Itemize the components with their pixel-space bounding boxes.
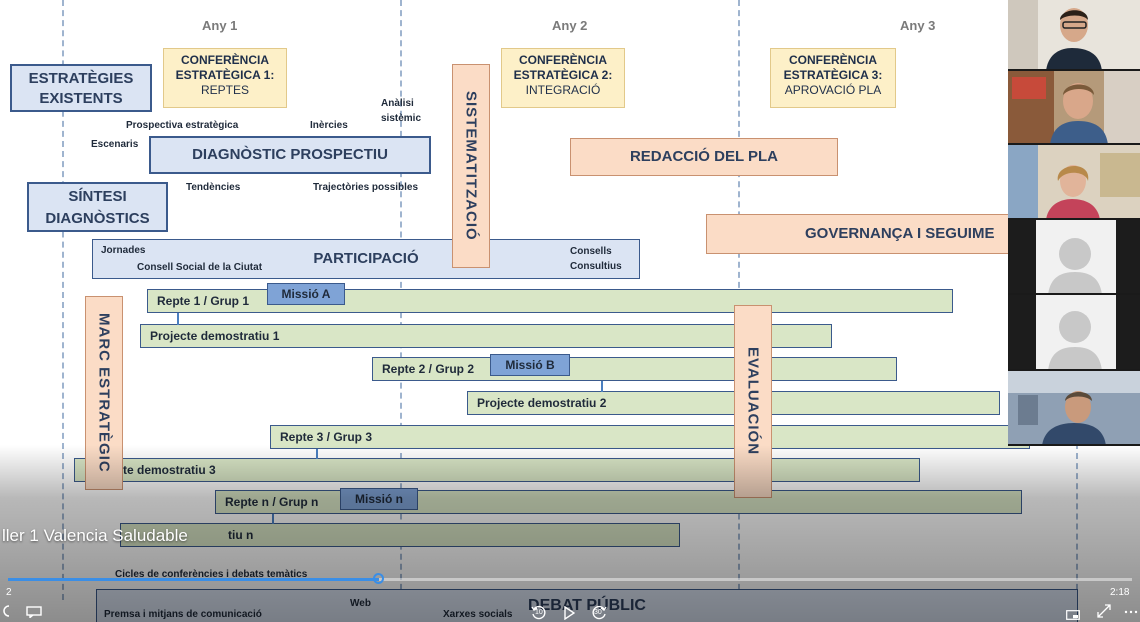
participant-tile[interactable] bbox=[1008, 295, 1140, 371]
progress-handle[interactable] bbox=[372, 573, 384, 584]
conference-1-title: CONFERÈNCIA ESTRATÈGICA 1: bbox=[175, 53, 275, 82]
challenge-bar-2: Repte 2 / Grup 2 bbox=[372, 357, 897, 381]
connector bbox=[316, 449, 318, 459]
social-council-label: Consell Social de la Ciutat bbox=[137, 262, 263, 273]
existing-strategies-box: ESTRATÈGIES EXISTENTS bbox=[10, 64, 152, 112]
play-prev-icon[interactable] bbox=[0, 604, 12, 618]
progress-track[interactable] bbox=[8, 573, 1132, 584]
skip-back-seconds: 10 bbox=[535, 609, 543, 616]
web-label: Web bbox=[350, 598, 371, 609]
elapsed-time: 2 bbox=[6, 587, 12, 598]
demo-project-label: Projecte demostratiu 2 bbox=[477, 396, 607, 410]
mission-a-tag: Missió A bbox=[267, 283, 345, 305]
trends-label: Tendències bbox=[186, 182, 241, 193]
mission-b-tag: Missió B bbox=[490, 354, 570, 376]
year-label-3: Any 3 bbox=[900, 18, 936, 33]
progress-fill bbox=[8, 578, 379, 581]
mission-n-tag: Missió n bbox=[340, 488, 418, 510]
evaluation-title: EVALUACIÓN bbox=[744, 347, 762, 456]
demo-project-label: tiu n bbox=[228, 528, 254, 542]
demo-project-bar-3: te demostratiu 3 bbox=[74, 458, 920, 482]
trajectories-label: Trajectòries possibles bbox=[313, 182, 419, 193]
connector bbox=[177, 313, 179, 325]
diagnosis-synthesis-box: SÍNTESI DIAGNÒSTICS bbox=[27, 182, 168, 232]
timeline-divider bbox=[62, 0, 64, 600]
plan-drafting-box: REDACCIÓ DEL PLA bbox=[570, 138, 838, 176]
conference-cycles-label: Cicles de conferències i debats temàtics bbox=[115, 569, 308, 580]
conference-3-subtitle: APROVACIÓ PLA bbox=[784, 83, 882, 97]
challenge-bar-label: Repte 2 / Grup 2 bbox=[382, 362, 475, 376]
social-networks-label: Xarxes socials bbox=[443, 609, 513, 620]
prospective-diagnosis-box: DIAGNÒSTIC PROSPECTIU bbox=[149, 136, 431, 174]
total-time: 2:18 bbox=[1110, 587, 1130, 598]
captions-icon[interactable] bbox=[26, 606, 42, 619]
inertias-label: Inèrcies bbox=[310, 120, 348, 131]
challenge-bar-n: Repte n / Grup n bbox=[215, 490, 1022, 514]
participation-box: PARTICIPACIÓ bbox=[92, 239, 640, 279]
challenge-bar-label: Repte n / Grup n bbox=[225, 495, 319, 509]
conference-2: CONFERÈNCIA ESTRATÈGICA 2: INTEGRACIÓ bbox=[501, 48, 625, 108]
press-label: Premsa i mitjans de comunicació bbox=[104, 609, 262, 620]
more-options-icon[interactable] bbox=[1124, 604, 1138, 616]
year-label-2: Any 2 bbox=[552, 18, 588, 33]
strategic-framework-title: MARC ESTRATÈGIC bbox=[95, 313, 113, 473]
governance-box: GOVERNANÇA I SEGUIME bbox=[706, 214, 1026, 254]
conferences-days-label: Jornades bbox=[101, 245, 146, 256]
systematization-box: SISTEMATITZACIÓ bbox=[452, 64, 490, 268]
participant-tile[interactable] bbox=[1008, 0, 1140, 71]
strategic-framework-box: MARC ESTRATÈGIC bbox=[85, 296, 123, 490]
participant-tile[interactable] bbox=[1008, 145, 1140, 220]
demo-project-bar-2: Projecte demostratiu 2 bbox=[467, 391, 1000, 415]
skip-forward-seconds: 30 bbox=[594, 609, 602, 616]
conference-1-subtitle: REPTES bbox=[200, 83, 249, 97]
connector bbox=[601, 381, 603, 392]
skip-back-icon[interactable]: 10 bbox=[530, 604, 548, 622]
conference-3: CONFERÈNCIA ESTRATÈGICA 3: APROVACIÓ PLA bbox=[770, 48, 896, 108]
demo-project-bar-1: Projecte demostratiu 1 bbox=[140, 324, 832, 348]
challenge-bar-3: Repte 3 / Grup 3 bbox=[270, 425, 1030, 449]
year-label-1: Any 1 bbox=[202, 18, 238, 33]
picture-in-picture-icon[interactable] bbox=[1066, 608, 1080, 620]
public-debate-box: DEBAT PÚBLIC bbox=[96, 589, 1078, 622]
conference-1: CONFERÈNCIA ESTRATÈGICA 1: REPTES bbox=[163, 48, 287, 108]
connector bbox=[272, 514, 274, 524]
demo-project-label: te demostratiu 3 bbox=[123, 463, 216, 477]
public-debate-title: DEBAT PÚBLIC bbox=[528, 597, 646, 614]
skip-forward-icon[interactable]: 30 bbox=[590, 604, 608, 622]
participant-tile[interactable] bbox=[1008, 371, 1140, 446]
systemic-analysis-label: Anàlisi sistèmic bbox=[381, 98, 422, 124]
advisory-councils-label: Consells Consultius bbox=[570, 246, 622, 272]
participation-title: PARTICIPACIÓ bbox=[313, 250, 419, 267]
fullscreen-icon[interactable] bbox=[1097, 604, 1111, 618]
scenarios-label: Escenaris bbox=[91, 139, 139, 150]
play-icon[interactable] bbox=[563, 605, 576, 621]
evaluation-box: EVALUACIÓN bbox=[734, 305, 772, 498]
participant-tile[interactable] bbox=[1008, 71, 1140, 145]
video-title: ller 1 Valencia Saludable bbox=[2, 526, 188, 545]
demo-project-bar-n: tiu n bbox=[120, 523, 680, 547]
challenge-bar-label: Repte 1 / Grup 1 bbox=[157, 294, 250, 308]
conference-2-title: CONFERÈNCIA ESTRATÈGICA 2: bbox=[513, 53, 613, 82]
systematization-title: SISTEMATITZACIÓ bbox=[462, 91, 480, 241]
challenge-bar-label: Repte 3 / Grup 3 bbox=[280, 430, 373, 444]
participant-tile[interactable] bbox=[1008, 220, 1140, 295]
conference-3-title: CONFERÈNCIA ESTRATÈGICA 3: bbox=[783, 53, 883, 82]
conference-2-subtitle: INTEGRACIÓ bbox=[525, 83, 601, 97]
demo-project-label: Projecte demostratiu 1 bbox=[150, 329, 280, 343]
prospective-label: Prospectiva estratègica bbox=[126, 120, 239, 131]
